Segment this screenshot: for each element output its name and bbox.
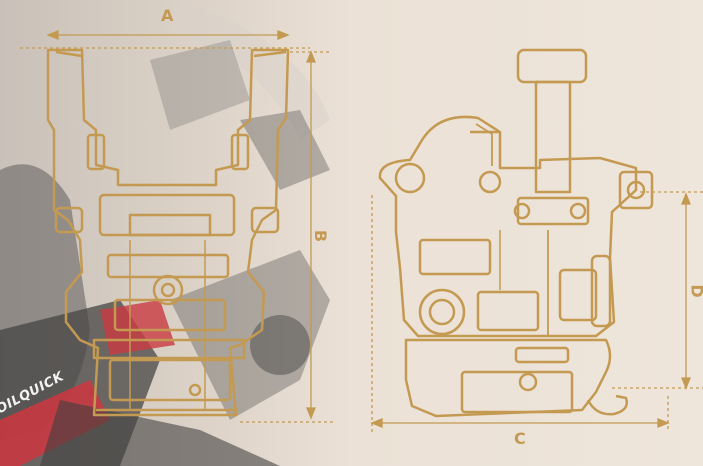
- side-view-outline: [378, 48, 654, 418]
- dimension-lines: [20, 30, 703, 432]
- front-view-outline: [46, 48, 290, 417]
- dimension-label-c: C: [514, 429, 526, 448]
- background-photo: [0, 0, 330, 466]
- dimension-label-a: A: [161, 6, 174, 25]
- dimension-label-b: B: [311, 229, 331, 243]
- dimension-label-d: D: [688, 284, 703, 297]
